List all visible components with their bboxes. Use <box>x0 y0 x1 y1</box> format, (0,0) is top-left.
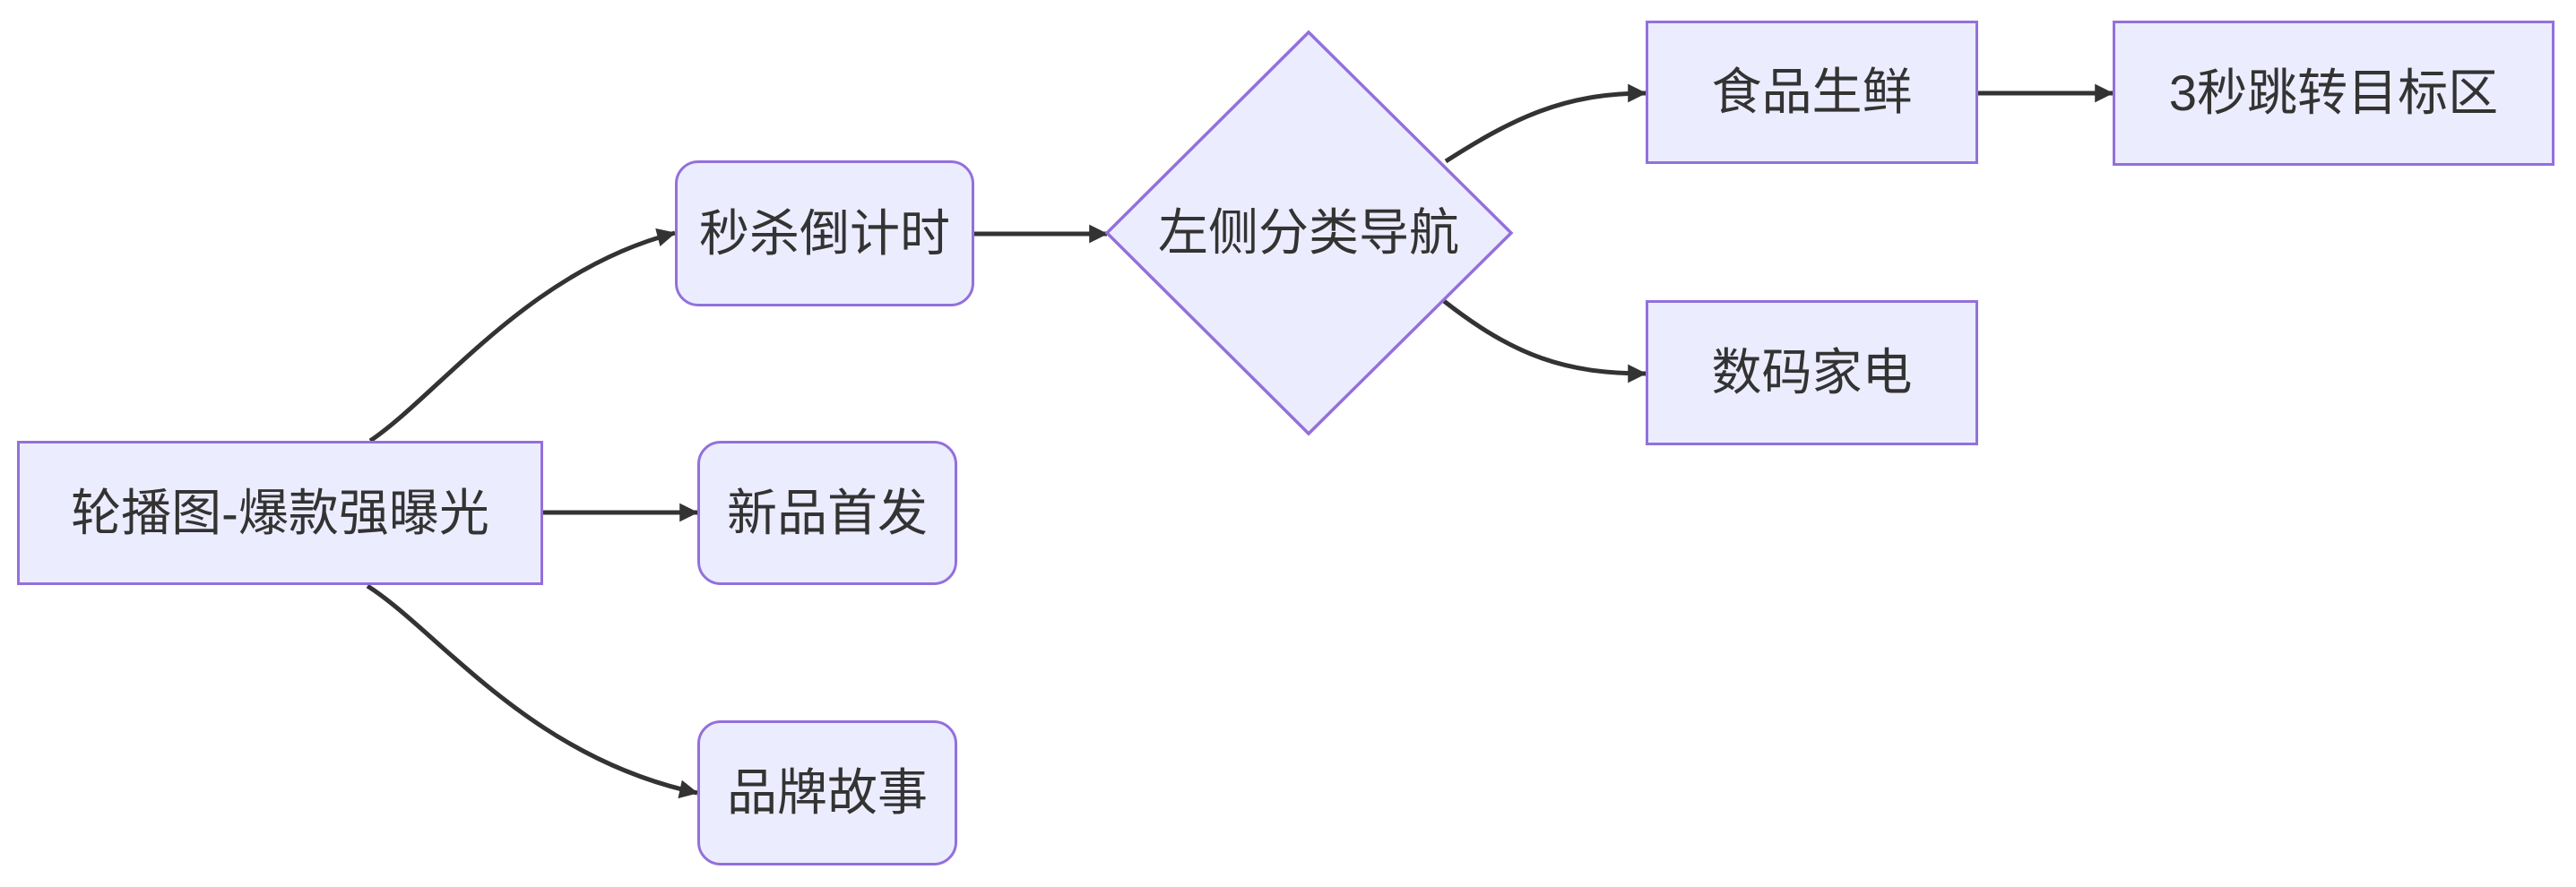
node-label: 新品首发 <box>727 484 928 541</box>
edge-carousel-to-brand-story <box>366 583 699 799</box>
node-label: 3秒跳转目标区 <box>2168 65 2499 121</box>
node-left-category-nav: 左侧分类导航 <box>1111 201 1506 265</box>
node-digital-appliance: 数码家电 <box>1646 300 1978 445</box>
edge-category-nav-to-food <box>1444 83 1647 164</box>
node-3s-jump-target: 3秒跳转目标区 <box>2113 21 2554 166</box>
decision-diamond-shape <box>1104 30 1514 436</box>
node-flash-sale-countdown: 秒杀倒计时 <box>675 160 974 306</box>
node-label: 食品生鲜 <box>1711 64 1913 120</box>
node-label: 秒杀倒计时 <box>699 204 950 262</box>
node-label: 数码家电 <box>1711 344 1913 400</box>
node-label: 品牌故事 <box>727 764 928 821</box>
node-food-fresh: 食品生鲜 <box>1646 21 1978 164</box>
node-label: 轮播图-爆款强曝光 <box>71 484 489 541</box>
edge-category-nav-to-digital <box>1442 299 1647 383</box>
node-new-product-launch: 新品首发 <box>697 441 957 585</box>
edge-carousel-to-flash-sale <box>368 228 677 444</box>
node-carousel-banner: 轮播图-爆款强曝光 <box>17 441 543 585</box>
node-label: 左侧分类导航 <box>1158 204 1459 261</box>
node-brand-story: 品牌故事 <box>697 720 957 865</box>
